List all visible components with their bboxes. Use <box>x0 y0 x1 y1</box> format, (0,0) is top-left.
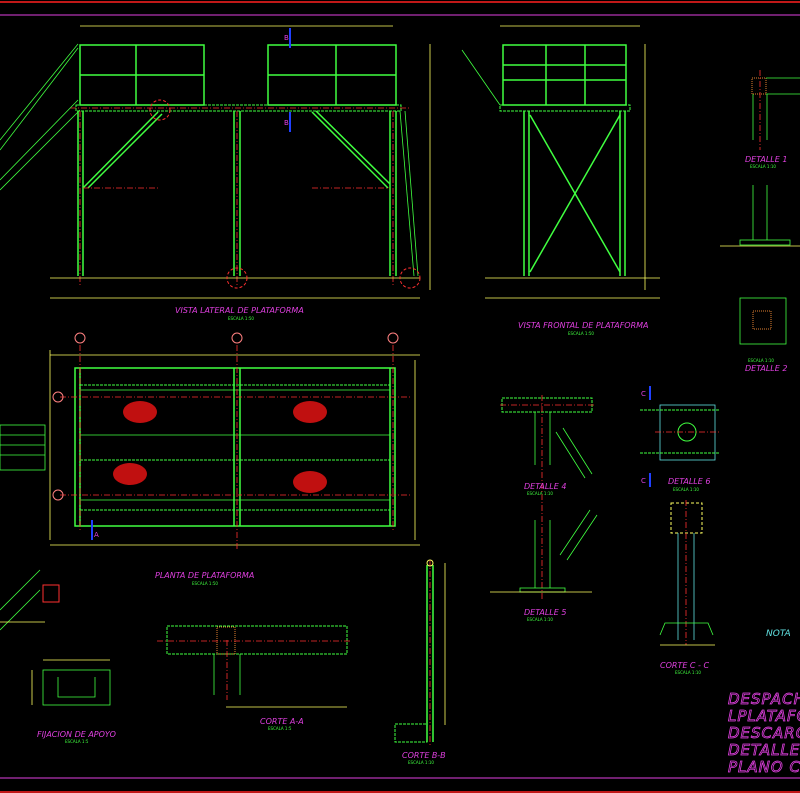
frontal-view-title: VISTA FRONTAL DE PLATAFORMA <box>518 321 649 330</box>
title-line-5: PLANO C <box>728 758 800 776</box>
plan-view-scale: ESCALA 1:50 <box>192 581 218 586</box>
detail-5 <box>490 509 598 593</box>
plan-view: A <box>0 332 420 550</box>
corte-aa-scale: ESCALA 1:5 <box>268 726 292 731</box>
detail-1-2 <box>720 70 800 345</box>
corte-bb-scale: ESCALA 1:10 <box>408 760 434 765</box>
corte-cc-title: CORTE C - C <box>660 661 709 670</box>
fijacion-title: FIJACION DE APOYO <box>37 730 116 739</box>
section-marker-c: C <box>641 390 646 398</box>
lateral-view-title: VISTA LATERAL DE PLATAFORMA <box>175 306 304 315</box>
detail-6-scale: ESCALA 1:10 <box>673 487 699 492</box>
detail-5-scale: ESCALA 1:10 <box>527 617 553 622</box>
section-marker-b: B <box>284 34 289 42</box>
section-bb <box>394 559 446 745</box>
detail-5-title: DETALLE 5 <box>524 608 566 617</box>
detail-4-scale: ESCALA 1:10 <box>527 491 553 496</box>
section-aa <box>157 625 350 708</box>
plan-view-title: PLANTA DE PLATAFORMA <box>155 571 254 580</box>
frontal-view-scale: ESCALA 1:50 <box>568 331 594 336</box>
detail-4 <box>500 395 595 600</box>
detail-6: C C <box>640 386 720 487</box>
detail-2-title: DETALLE 2 <box>745 364 787 373</box>
lateral-view: B B <box>0 25 431 299</box>
corte-bb-title: CORTE B-B <box>402 751 446 760</box>
title-line-1: DESPACH <box>728 690 800 708</box>
section-marker-a: A <box>94 531 99 539</box>
title-line-3: DESCARG <box>728 724 800 742</box>
stair-detail <box>0 569 111 706</box>
fijacion-scale: ESCALA 1:5 <box>65 739 89 744</box>
detail-1-title: DETALLE 1 <box>745 155 787 164</box>
section-marker-c-2: C <box>641 477 646 485</box>
detail-4-title: DETALLE 4 <box>524 482 566 491</box>
section-cc <box>659 500 715 646</box>
lateral-view-scale: ESCALA 1:50 <box>228 316 254 321</box>
frontal-view <box>461 25 660 299</box>
detail-6-title: DETALLE 6 <box>668 477 710 486</box>
detail-1-scale: ESCALA 1:10 <box>750 164 776 169</box>
title-block: DESPACH LPLATAFO DESCARG DETALLES PLANO … <box>728 690 800 777</box>
title-line-4: DETALLES <box>728 741 800 759</box>
corte-cc-scale: ESCALA 1:10 <box>675 670 701 675</box>
detail-2-scale: ESCALA 1:10 <box>748 358 774 363</box>
title-line-2: LPLATAFO <box>728 707 800 725</box>
notes-label: NOTA <box>766 629 791 639</box>
corte-aa-title: CORTE A-A <box>260 717 304 726</box>
section-marker-b-2: B <box>284 119 289 127</box>
